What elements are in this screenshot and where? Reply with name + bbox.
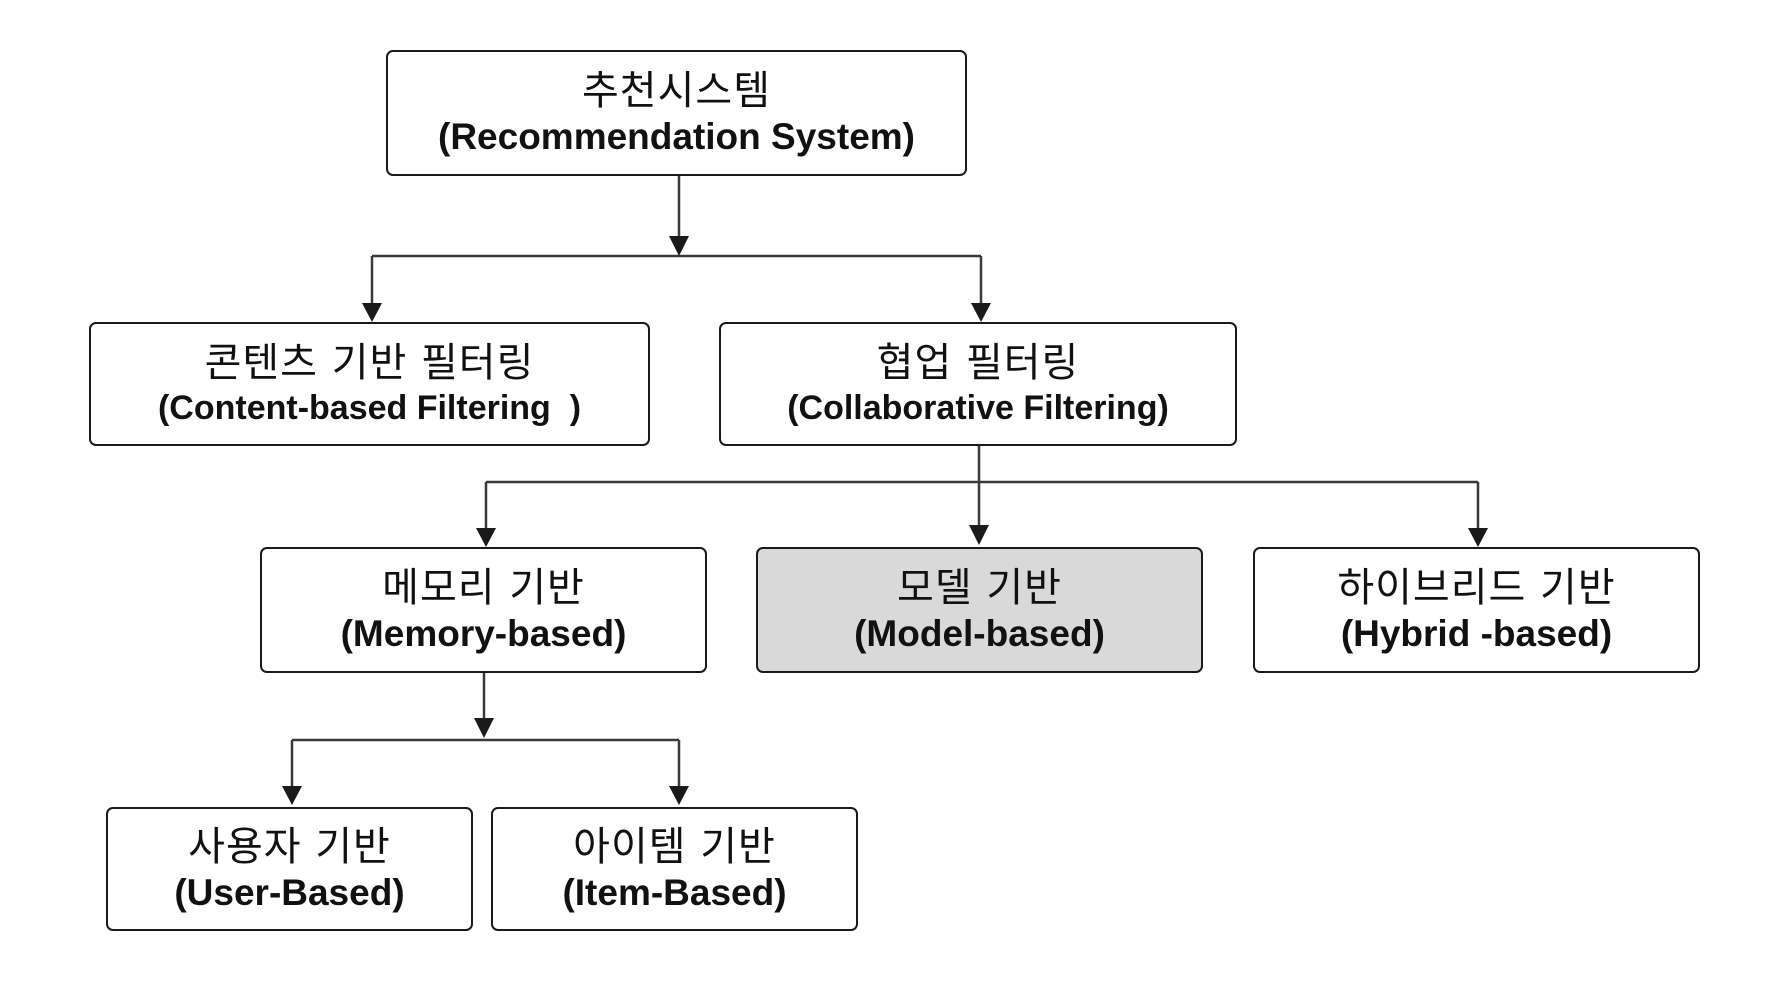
node-collaborative-filtering: 협업 필터링 (Collaborative Filtering) bbox=[719, 322, 1237, 446]
arrowhead-root-trunk bbox=[669, 236, 689, 256]
arrowhead-model-based bbox=[969, 525, 989, 545]
arrowhead-item-based bbox=[669, 786, 689, 805]
node-hybrid-based-english-label: (Hybrid -based) bbox=[1340, 612, 1613, 654]
node-model-based-english-label: (Model-based) bbox=[854, 612, 1105, 654]
arrowhead-hybrid-based bbox=[1468, 528, 1488, 547]
node-recommendation-system-english-label: (Recommendation System) bbox=[438, 115, 915, 157]
node-user-based-korean-label: 사용자 기반 bbox=[188, 823, 391, 870]
node-memory-based-english-label: (Memory-based) bbox=[340, 612, 627, 654]
node-item-based-english-label: (Item-Based) bbox=[562, 871, 787, 913]
node-item-based: 아이템 기반 (Item-Based) bbox=[491, 807, 858, 931]
node-content-based-filtering: 콘텐츠 기반 필터링 (Content-based Filtering ) bbox=[89, 322, 650, 446]
node-hybrid-based-korean-label: 하이브리드 기반 bbox=[1337, 564, 1616, 611]
node-recommendation-system: 추천시스템 (Recommendation System) bbox=[386, 50, 967, 176]
node-hybrid-based: 하이브리드 기반 (Hybrid -based) bbox=[1253, 547, 1700, 673]
arrowhead-collaborative bbox=[971, 303, 991, 322]
node-memory-based-korean-label: 메모리 기반 bbox=[382, 564, 585, 611]
node-recommendation-system-korean-label: 추천시스템 bbox=[582, 67, 771, 114]
arrowhead-memory-based bbox=[476, 528, 496, 547]
node-collaborative-filtering-korean-label: 협업 필터링 bbox=[876, 340, 1080, 387]
node-model-based: 모델 기반 (Model-based) bbox=[756, 547, 1203, 673]
node-content-based-filtering-korean-label: 콘텐츠 기반 필터링 bbox=[204, 340, 535, 387]
arrowhead-memory-trunk bbox=[474, 718, 494, 738]
arrowhead-user-based bbox=[282, 786, 302, 805]
node-user-based-english-label: (User-Based) bbox=[174, 871, 405, 913]
arrowhead-content-based bbox=[362, 303, 382, 322]
node-user-based: 사용자 기반 (User-Based) bbox=[106, 807, 473, 931]
node-item-based-korean-label: 아이템 기반 bbox=[573, 823, 776, 870]
node-model-based-korean-label: 모델 기반 bbox=[897, 564, 1062, 611]
node-content-based-filtering-english-label: (Content-based Filtering ) bbox=[157, 388, 582, 427]
node-memory-based: 메모리 기반 (Memory-based) bbox=[260, 547, 707, 673]
node-collaborative-filtering-english-label: (Collaborative Filtering) bbox=[787, 388, 1169, 427]
